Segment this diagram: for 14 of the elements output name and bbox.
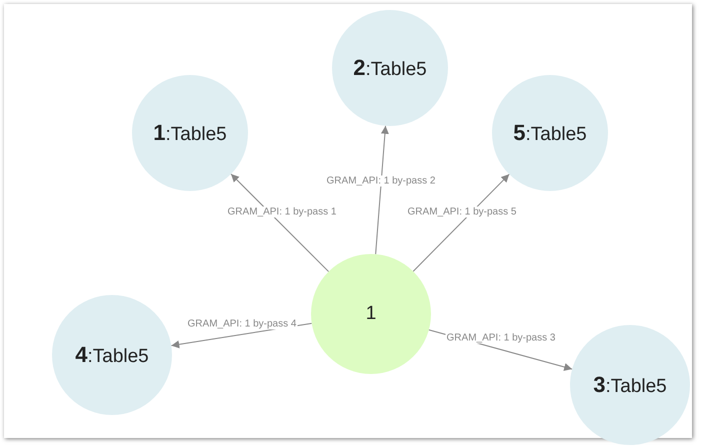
- arrow: [412, 174, 510, 272]
- node-label: 1:Table5: [153, 120, 227, 146]
- arrow: [375, 125, 389, 255]
- node-label: 2:Table5: [353, 55, 427, 81]
- node-label: 1: [366, 303, 376, 325]
- node-label: 4:Table5: [75, 342, 149, 368]
- edge-label: GRAM_API: 1 by-pass 4: [186, 318, 298, 330]
- arrow: [230, 174, 330, 272]
- edge-label: GRAM_API: 1 by-pass 1: [226, 206, 338, 218]
- node-label: 3:Table5: [593, 372, 667, 398]
- edge-label: GRAM_API: 1 by-pass 5: [406, 206, 518, 218]
- edge-label: GRAM_API: 1 by-pass 3: [446, 332, 556, 344]
- edge-label: GRAM_API: 1 by-pass 2: [326, 176, 436, 186]
- node-label: 5:Table5: [513, 120, 587, 146]
